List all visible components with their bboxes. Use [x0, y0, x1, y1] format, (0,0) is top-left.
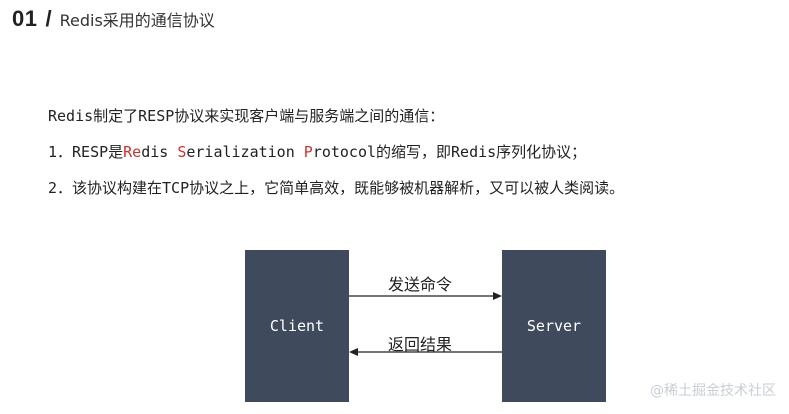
- list-item-2: 2．该协议构建在TCP协议之上，它简单高效，既能够被机器解析，又可以被人类阅读。: [48, 179, 625, 197]
- item1-highlight-re: Re: [123, 143, 142, 161]
- item1-prefix: 1．RESP是: [48, 143, 124, 161]
- section-separator: /: [45, 6, 52, 31]
- return-result-label: 返回结果: [388, 335, 453, 354]
- client-box: Client: [245, 250, 349, 402]
- item1-part-erialization: erialization: [186, 143, 304, 161]
- section-title: Redis采用的通信协议: [59, 11, 215, 30]
- watermark: @稀土掘金技术社区: [650, 383, 776, 399]
- list-item-1: 1．RESP是Redis Serialization Protocol的缩写，即…: [48, 134, 783, 170]
- body-text: Redis制定了RESP协议来实现客户端与服务端之间的通信： 1．RESP是Re…: [48, 98, 783, 206]
- server-box: Server: [502, 250, 606, 402]
- server-label: Server: [526, 317, 582, 335]
- item1-part-dis: dis: [141, 143, 178, 161]
- item1-part-rotocol: rotocol的缩写，即Redis序列化协议；: [312, 143, 587, 161]
- item1-highlight-s: S: [177, 143, 187, 161]
- send-arrow-head: [493, 292, 502, 300]
- client-label: Client: [269, 317, 325, 335]
- send-command-label: 发送命令: [388, 275, 453, 294]
- section-header: 01 / Redis采用的通信协议: [12, 6, 215, 34]
- return-arrow-head: [349, 348, 358, 356]
- intro-line: Redis制定了RESP协议来实现客户端与服务端之间的通信：: [48, 107, 445, 125]
- section-number: 01: [12, 6, 38, 31]
- item1-highlight-p: P: [303, 143, 313, 161]
